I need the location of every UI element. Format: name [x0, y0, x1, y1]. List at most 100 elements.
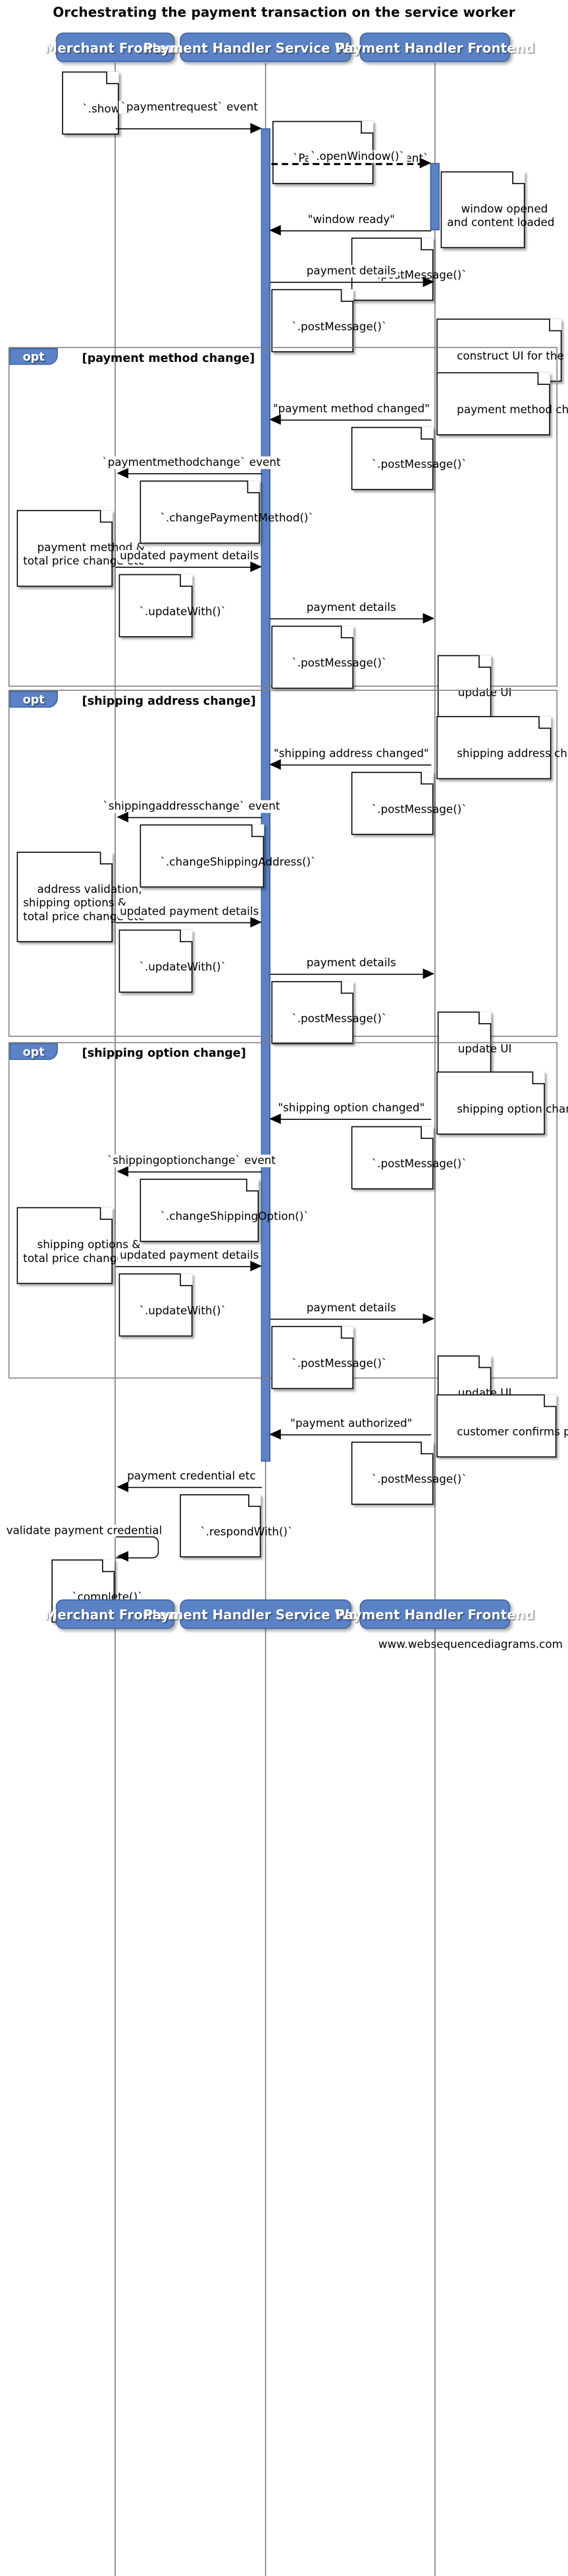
message-label-validate-payment-credential: validate payment credential	[4, 1525, 165, 1538]
fragment-condition-2: [shipping address change]	[82, 694, 256, 708]
note-fold-icon	[99, 510, 113, 523]
arrowhead-right	[250, 122, 262, 134]
note-changeshippingaddress: `.changeShippingAddress()`	[140, 824, 316, 888]
message-label-updated-payment-details-1: updated payment details	[117, 549, 261, 563]
note-customer-confirms-payment: customer confirms payment	[436, 1394, 568, 1458]
arrowhead-left	[269, 1113, 281, 1124]
actor-label: Payment Handler Service Worker	[143, 39, 388, 55]
note-fold-icon	[544, 1394, 557, 1407]
actor-handler-frontend-top[interactable]: Payment Handler Frontend	[335, 32, 534, 63]
message-label-payment-details-4: payment details	[304, 1301, 398, 1315]
footer-credit: www.websequencediagrams.com	[378, 1638, 563, 1652]
message-label-payment-details-2: payment details	[304, 601, 398, 615]
note-fold-icon	[180, 574, 193, 587]
note-changeshippingoption: `.changeShippingOption()`	[140, 1178, 309, 1242]
note-fold-icon	[245, 1178, 259, 1192]
note-fold-icon	[180, 1273, 193, 1286]
message-label-payment-details-1: payment details	[304, 265, 398, 278]
lifeline-handler-frontend	[434, 63, 436, 2576]
note-text: `.updateWith()`	[139, 1305, 226, 1318]
actor-handler-frontend-bottom[interactable]: Payment Handler Frontend	[335, 1599, 534, 1629]
message-label-openwindow: `.openWindow()`	[308, 150, 407, 163]
note-fold-icon	[421, 772, 434, 785]
note-text: `.respondWith()`	[200, 1525, 294, 1539]
actor-label: Merchant Frontend	[44, 1606, 186, 1623]
message-label-payment-method-changed: "payment method changed"	[271, 403, 432, 416]
message-line-payment-details-1	[270, 282, 426, 283]
message-label-payment-details-3: payment details	[304, 957, 398, 970]
note-text: `.postMessage()`	[371, 1473, 467, 1486]
arrowhead-left	[269, 759, 281, 770]
note-postmessage-3: `.postMessage()`	[351, 426, 467, 490]
note-fold-icon	[478, 655, 492, 668]
fragment-tab-opt-2: opt	[9, 690, 58, 708]
actor-merchant-frontend-top[interactable]: Merchant Frontend	[44, 32, 186, 63]
note-fold-icon	[251, 824, 265, 838]
message-label-updated-payment-details-3: updated payment details	[117, 1249, 261, 1262]
note-fold-icon	[340, 289, 353, 302]
note-show: `.show()`	[62, 71, 134, 135]
selfmessage-validate-payment-credential	[115, 1536, 159, 1559]
message-line-paymentmethodchange	[126, 473, 262, 474]
arrowhead-left	[269, 414, 281, 425]
note-text: `.postMessage()`	[371, 458, 467, 471]
note-fold-icon	[180, 929, 193, 942]
note-text: payment method changed	[457, 403, 568, 417]
note-postmessage-6: `.postMessage()`	[271, 981, 387, 1044]
message-line-shipping-option-changed	[278, 1119, 432, 1121]
arrowhead-left	[269, 225, 281, 236]
note-fold-icon	[99, 851, 113, 865]
actor-label: Payment Handler Frontend	[335, 39, 535, 55]
note-fold-icon	[512, 171, 525, 184]
arrowhead-left	[116, 811, 128, 822]
message-line-payment-authorized	[278, 1434, 432, 1436]
actor-service-worker-bottom[interactable]: Payment Handler Service Worker	[143, 1599, 388, 1629]
arrowhead-right	[250, 917, 262, 928]
note-text: construct UI for the customer	[457, 350, 568, 363]
arrowhead-left	[116, 1551, 128, 1562]
lifeline-merchant-frontend	[115, 63, 116, 2576]
note-text: `.changeShippingAddress()`	[160, 855, 317, 869]
actor-service-worker-top[interactable]: Payment Handler Service Worker	[143, 32, 388, 63]
message-label-shippingaddresschange: `shippingaddresschange` event	[101, 800, 282, 813]
message-line-openwindow	[271, 163, 425, 165]
note-postmessage-2: `.postMessage()`	[271, 289, 387, 353]
note-fold-icon	[247, 480, 260, 493]
fragment-tab-opt-3: opt	[9, 1043, 58, 1060]
fragment-kind-label: opt	[22, 349, 45, 364]
note-text: `.postMessage()`	[371, 803, 467, 817]
message-label-shippingoptionchange: `shippingoptionchange` event	[105, 1154, 278, 1167]
actor-label: Payment Handler Service Worker	[143, 1606, 388, 1623]
note-text: `.updateWith()`	[139, 605, 226, 619]
message-line-updated-payment-details-1	[115, 567, 254, 568]
message-line-updated-payment-details-2	[115, 922, 254, 924]
note-fold-icon	[549, 318, 562, 332]
message-line-payment-details-4	[270, 1319, 426, 1320]
fragment-condition-1: [payment method change]	[82, 351, 255, 365]
note-payment-method-total-price: payment method & total price change etc	[16, 510, 145, 587]
actor-merchant-frontend-bottom[interactable]: Merchant Frontend	[44, 1599, 186, 1629]
note-shipping-option-changed: shipping option changed	[436, 1071, 568, 1135]
note-fold-icon	[361, 120, 374, 134]
note-text: window opened and content loaded	[447, 203, 555, 230]
note-fold-icon	[102, 1559, 115, 1573]
note-fold-icon	[340, 981, 353, 994]
note-postmessage-4: `.postMessage()`	[271, 625, 387, 689]
note-fold-icon	[421, 1442, 434, 1455]
message-label-shipping-option-changed: "shipping option changed"	[276, 1101, 427, 1115]
note-fold-icon	[478, 1011, 492, 1024]
note-fold-icon	[248, 1494, 261, 1507]
fragment-tab-opt-1: opt	[9, 347, 58, 365]
arrowhead-left	[116, 1166, 128, 1177]
note-fold-icon	[532, 1071, 545, 1084]
note-text: `.updateWith()`	[139, 961, 226, 974]
note-text: update UI	[457, 1043, 512, 1056]
note-changepaymentmethod: `.changePaymentMethod()`	[140, 480, 314, 544]
note-text: `.changeShippingOption()`	[160, 1210, 309, 1223]
message-label-updated-payment-details-2: updated payment details	[117, 905, 261, 919]
message-line-window-ready	[278, 230, 432, 232]
arrowhead-right	[423, 1313, 435, 1325]
actor-label: Merchant Frontend	[44, 39, 186, 55]
message-line-shipping-address-changed	[278, 764, 432, 766]
note-fold-icon	[538, 716, 552, 729]
